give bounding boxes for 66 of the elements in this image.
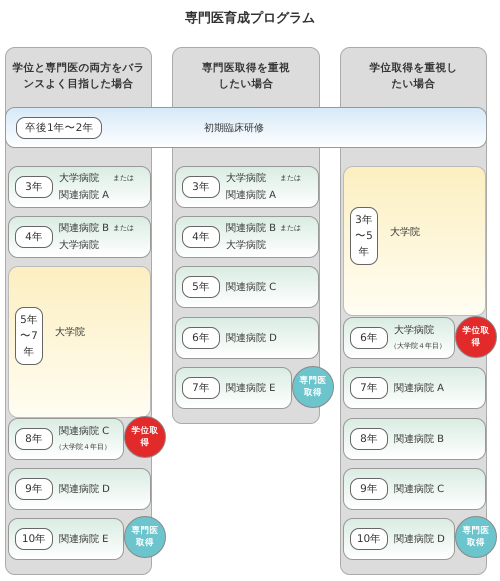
graduate-school-card	[8, 266, 151, 418]
year-pill: 6年	[350, 327, 388, 349]
stage-card	[8, 216, 151, 258]
column-heading: 学位取得を重視したい場合	[368, 61, 458, 92]
year-pill: 5年〜7年	[15, 307, 43, 365]
hospital-label: 関連病院 C	[59, 424, 110, 438]
school-label: 大学院	[55, 326, 85, 339]
year-pill: 6年	[182, 327, 220, 349]
year-pill: 7年	[350, 377, 388, 399]
hospital-label: 関連病院 D	[226, 332, 277, 345]
hospital-label: 関連病院 E	[59, 532, 108, 546]
hospital-label: 大学病院	[226, 238, 266, 252]
hospital-label: 大学病院	[394, 324, 434, 337]
stage-card	[8, 418, 124, 460]
stage-card	[8, 518, 124, 560]
hospital-label: 関連病院 A	[394, 382, 444, 395]
year-pill: 4年	[15, 226, 53, 248]
page-title: 専門医育成プログラム	[184, 10, 316, 27]
school-label: 大学院	[390, 226, 420, 239]
hospital-label: 関連病院 A	[226, 188, 276, 202]
year-pill: 8年	[350, 428, 388, 450]
stage-card	[343, 418, 486, 460]
hospital-label: 大学病院	[59, 172, 99, 185]
year-pill: 3年〜5年	[350, 207, 378, 265]
milestone-badge: 専門医取得	[292, 366, 334, 408]
column-heading: 学位と専門医の両方をバランスよく目指した場合	[12, 60, 146, 92]
stage-card	[8, 166, 151, 208]
hospital-label: 関連病院 B	[394, 432, 444, 446]
hospital-label: 大学病院	[226, 172, 266, 185]
year-pill: 8年	[15, 428, 53, 450]
period-pill: 卒後1年〜2年	[16, 117, 102, 139]
year-pill: 4年	[182, 226, 220, 248]
year-pill: 5年	[182, 276, 220, 298]
stage-card	[8, 468, 151, 510]
year-pill: 3年	[15, 176, 53, 198]
year-pill: 3年	[182, 176, 220, 198]
hospital-label: 関連病院 A	[59, 188, 110, 202]
hospital-label: 関連病院 C	[394, 482, 444, 496]
hospital-label: 関連病院 D	[394, 532, 445, 546]
year-pill: 10年	[15, 528, 53, 550]
column-heading: 専門医取得を重視したい場合	[201, 61, 291, 92]
hospital-label: 関連病院 E	[226, 382, 276, 395]
year-pill: 9年	[15, 478, 53, 500]
stage-card	[175, 317, 319, 359]
stage-card	[175, 266, 319, 308]
training-label: 初期臨床研修	[204, 122, 264, 135]
column-panel	[340, 47, 487, 575]
stage-card	[175, 216, 319, 258]
stage-card	[175, 367, 292, 409]
hospital-label: 関連病院 B	[226, 222, 276, 235]
hospital-label: 関連病院 B	[59, 222, 110, 235]
training-band	[5, 107, 487, 148]
milestone-badge: 専門医取得	[124, 516, 166, 558]
year-pill: 7年	[182, 377, 220, 399]
year-pill: 9年	[350, 478, 388, 500]
hospital-label: 関連病院 D	[59, 482, 110, 496]
year-pill: 10年	[350, 528, 388, 550]
milestone-badge: 学位取得	[124, 416, 166, 458]
stage-card	[343, 468, 486, 510]
graduate-school-card	[343, 166, 486, 316]
hospital-label: 関連病院 C	[226, 280, 276, 294]
stage-card	[175, 166, 319, 208]
hospital-label: 大学病院	[59, 238, 99, 252]
stage-card	[343, 518, 455, 560]
stage-card	[343, 317, 455, 359]
stage-card	[343, 367, 486, 409]
